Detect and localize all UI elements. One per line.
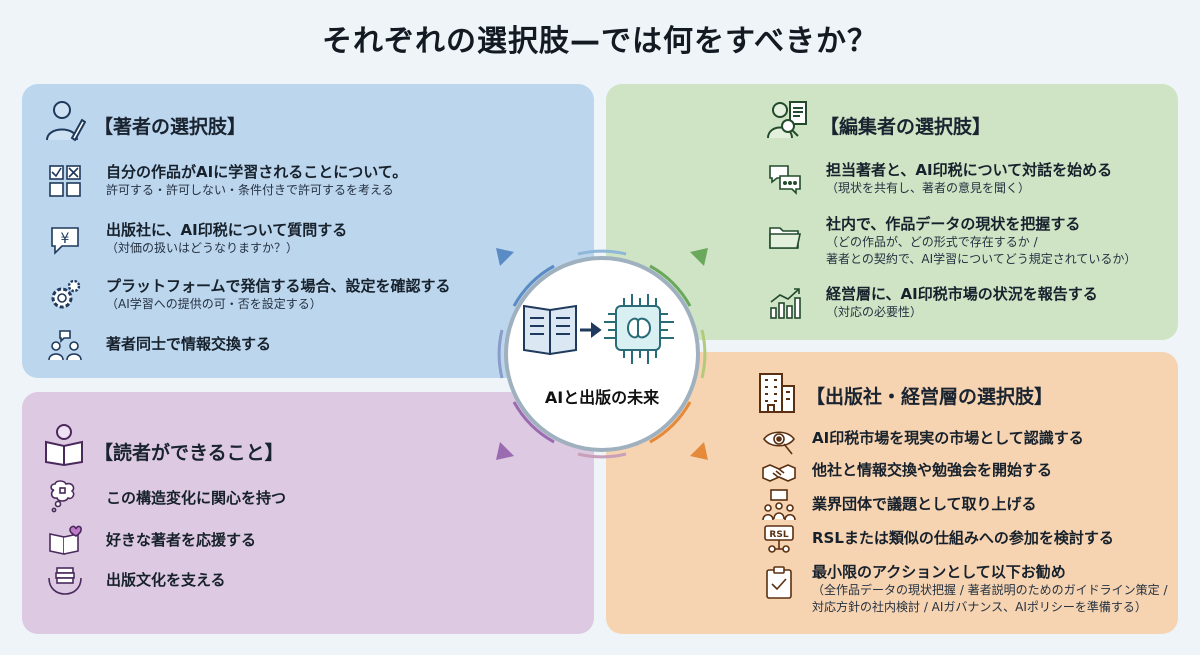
author-item-4-title: 著者同士で情報交換する — [106, 335, 272, 353]
publisher-item-3: 業界団体で議題として取り上げる — [812, 494, 1037, 514]
center-hub — [504, 256, 700, 452]
editor-item-3: 経営層に、AI印税市場の状況を報告する （対応の必要性） — [826, 284, 1098, 321]
reader-item-3-title: 出版文化を支える — [106, 571, 226, 589]
reader-item-2: 好きな著者を応援する — [106, 530, 256, 550]
office-building-icon — [754, 370, 798, 414]
arrow-to-reader — [494, 440, 516, 462]
yen-speech-bubble-icon: ¥ — [48, 222, 82, 256]
gear-icon — [48, 278, 82, 312]
author-item-2-detail: （対価の扱いはどうなりますか？） — [106, 241, 299, 255]
people-exchange-icon — [48, 328, 82, 362]
reader-item-3: 出版文化を支える — [106, 570, 226, 590]
publisher-item-5-title: 最小限のアクションとして以下お勧め — [812, 563, 1066, 581]
reader-item-2-title: 好きな著者を応援する — [106, 531, 257, 549]
publisher-item-5-detail: （全作品データの現状把握 / 著者説明のためのガイドライン策定 / — [812, 583, 1168, 597]
author-item-2-title: 出版社に、AI印税について質問する — [106, 221, 348, 239]
author-heading: 【著者の選択肢】 — [94, 116, 247, 138]
folder-icon — [768, 220, 802, 254]
editor-heading: 【編集者の選択肢】 — [820, 116, 992, 138]
group-meeting-icon — [762, 488, 796, 522]
author-item-1: 自分の作品がAIに学習されることについて。 許可する・許可しない・条件付きで許可… — [106, 162, 407, 199]
publisher-item-4-title: RSLまたは類似の仕組みへの参加を検討する — [812, 529, 1114, 547]
editor-item-2-detail: （どの作品が、どの形式で存在するか / — [826, 235, 1038, 249]
reader-item-1-title: この構造変化に関心を持つ — [106, 489, 287, 507]
publisher-item-5: 最小限のアクションとして以下お勧め （全作品データの現状把握 / 著者説明のため… — [812, 562, 1168, 616]
svg-text:¥: ¥ — [61, 231, 70, 247]
clipboard-check-icon — [762, 566, 796, 600]
editor-item-1-detail: （現状を共有し、著者の意見を聞く） — [826, 181, 1031, 195]
publisher-item-2-title: 他社と情報交換や勉強会を開始する — [812, 461, 1053, 479]
handshake-icon — [762, 456, 796, 490]
author-panel: 【著者の選択肢】 自分の作品がAIに学習されることについて。 許可する・許可しな… — [22, 84, 594, 378]
reader-book-icon — [42, 422, 86, 466]
reader-heading: 【読者ができること】 — [94, 442, 284, 464]
book-to-ai-icon — [520, 288, 684, 372]
editor-item-2-detail-2: 著者との契約で、AI学習についてどう規定されているか） — [826, 252, 1137, 266]
chat-bubbles-icon — [768, 162, 802, 196]
arrow-to-editor — [688, 246, 710, 268]
checkbox-grid-icon — [48, 164, 82, 198]
reader-item-1: この構造変化に関心を持つ — [106, 488, 286, 508]
editor-item-1: 担当著者と、AI印税について対話を始める （現状を共有し、著者の意見を聞く） — [826, 160, 1112, 197]
author-item-1-detail: 許可する・許可しない・条件付きで許可するを考える — [106, 183, 394, 197]
author-item-3-detail: （AI学習への提供の可・否を設定する） — [106, 297, 322, 311]
arrow-to-author — [494, 246, 516, 268]
reader-panel: 【読者ができること】 この構造変化に関心を持つ 好きな著者を応援する 出版文化を… — [22, 392, 594, 634]
page-title: それぞれの選択肢—では何をすべきか？ — [322, 24, 878, 59]
editor-magnifier-icon — [766, 98, 810, 142]
author-item-3-title: プラットフォームで発信する場合、設定を確認する — [106, 277, 451, 295]
publisher-item-1-title: AI印税市場を現実の市場として認識する — [812, 429, 1084, 447]
publisher-item-5-detail-2: 対応方針の社内検討 / AIガバナンス、AIポリシーを準備する） — [812, 600, 1147, 614]
hands-books-icon — [48, 564, 82, 598]
editor-item-3-title: 経営層に、AI印税市場の状況を報告する — [826, 285, 1098, 303]
arrow-to-publisher — [688, 440, 710, 462]
author-item-4: 著者同士で情報交換する — [106, 334, 271, 354]
cycle-arrows — [497, 249, 707, 459]
editor-item-1-title: 担当著者と、AI印税について対話を始める — [826, 161, 1113, 179]
editor-item-3-detail: （対応の必要性） — [826, 305, 923, 319]
editor-panel: 【編集者の選択肢】 担当著者と、AI印税について対話を始める （現状を共有し、著… — [606, 84, 1178, 340]
editor-item-2: 社内で、作品データの現状を把握する （どの作品が、どの形式で存在するか / 著者… — [826, 214, 1136, 268]
growth-chart-icon — [768, 286, 802, 320]
author-item-3: プラットフォームで発信する場合、設定を確認する （AI学習への提供の可・否を設定… — [106, 276, 451, 313]
eye-target-icon — [762, 424, 796, 458]
publisher-panel: 【出版社・経営層の選択肢】 AI印税市場を現実の市場として認識する 他社と情報交… — [606, 352, 1178, 634]
publisher-item-2: 他社と情報交換や勉強会を開始する — [812, 460, 1052, 480]
rsl-badge-icon: RSL — [762, 522, 796, 556]
author-item-2: 出版社に、AI印税について質問する （対価の扱いはどうなりますか？） — [106, 220, 347, 257]
svg-text:RSL: RSL — [769, 530, 788, 540]
publisher-heading: 【出版社・経営層の選択肢】 — [806, 386, 1054, 408]
publisher-item-1: AI印税市場を現実の市場として認識する — [812, 428, 1084, 448]
book-heart-icon — [48, 522, 82, 556]
author-item-1-title: 自分の作品がAIに学習されることについて。 — [106, 163, 408, 181]
thought-shapes-icon — [48, 480, 82, 514]
publisher-item-4: RSLまたは類似の仕組みへの参加を検討する — [812, 528, 1114, 548]
publisher-item-3-title: 業界団体で議題として取り上げる — [812, 495, 1037, 513]
center-label: AIと出版の未来 — [544, 388, 660, 407]
author-writing-icon — [42, 98, 86, 142]
editor-item-2-title: 社内で、作品データの現状を把握する — [826, 215, 1081, 233]
